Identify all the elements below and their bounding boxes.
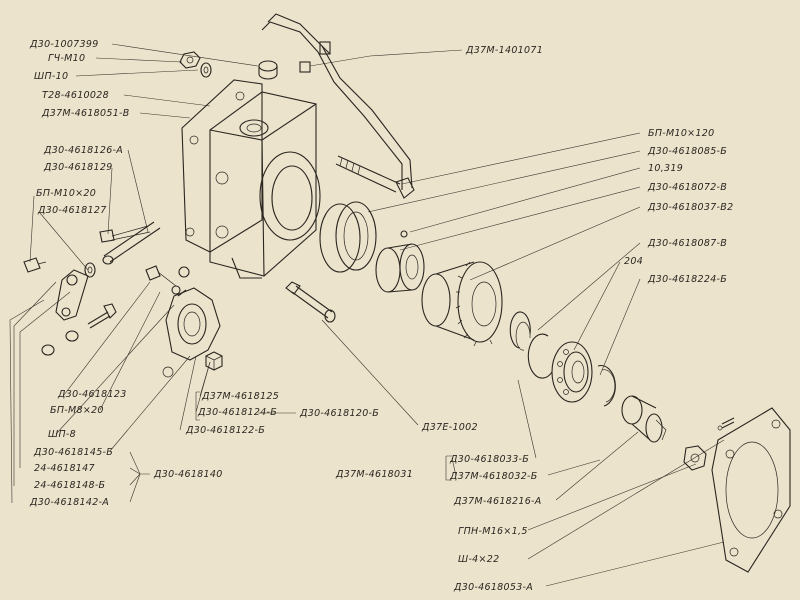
label-l35: Д37М-4618216-А bbox=[453, 496, 542, 507]
label-l21: ШП-8 bbox=[48, 429, 76, 440]
castle-nut bbox=[683, 445, 707, 471]
snap-ring-2 bbox=[527, 333, 553, 379]
label-l24: 24-4618148-Б bbox=[34, 480, 106, 491]
label-l09: Д30-4618127 bbox=[37, 205, 107, 216]
washer-left bbox=[84, 262, 96, 278]
label-l28: Д30-4618124-Б bbox=[197, 407, 277, 418]
label-l38: Д30-4618053-А bbox=[453, 582, 533, 593]
label-l04: Т28-4610028 bbox=[42, 90, 109, 101]
label-l05: Д37М-4618051-В bbox=[41, 108, 130, 119]
bushing-part bbox=[258, 60, 278, 80]
lever-arm bbox=[55, 269, 89, 321]
bracket-assembly bbox=[162, 287, 221, 378]
label-l01: Д30-1007399 bbox=[29, 39, 99, 50]
gear-shaft bbox=[421, 261, 503, 347]
label-l32: Д37М-4618031 bbox=[335, 469, 413, 480]
washers-stack bbox=[41, 303, 117, 356]
label-l36: ГПН-М16×1,5 bbox=[458, 526, 528, 537]
group-bracket bbox=[445, 455, 452, 481]
cube-block bbox=[205, 351, 223, 371]
label-l12: Д30-4618085-Б bbox=[647, 146, 727, 157]
pump-housing bbox=[209, 91, 321, 279]
ball-bearing bbox=[551, 341, 593, 403]
label-l20: БП-М8×20 bbox=[50, 405, 104, 416]
snap-ring-1 bbox=[509, 311, 531, 351]
label-l25: Д30-4618142-А bbox=[29, 497, 109, 508]
label-l07: Д30-4618129 bbox=[43, 162, 113, 173]
drive-shaft-end bbox=[621, 395, 667, 443]
group-bracket-2 bbox=[195, 391, 200, 421]
gasket-plate bbox=[181, 79, 263, 253]
label-l27: Д37М-4618125 bbox=[201, 391, 279, 402]
label-l03: ШП-10 bbox=[34, 71, 68, 82]
label-l08: БП-М10×20 bbox=[36, 188, 96, 199]
seal-ring bbox=[319, 201, 377, 273]
cover-gasket bbox=[711, 407, 791, 573]
label-l18: Д30-4618224-Б bbox=[647, 274, 727, 285]
nut-m10 bbox=[179, 51, 212, 78]
cotter-pin bbox=[717, 417, 735, 431]
label-l19: Д30-4618123 bbox=[57, 389, 127, 400]
label-l13: 10,319 bbox=[648, 163, 683, 174]
label-l23: 24-4618147 bbox=[34, 463, 95, 474]
label-l17: 204 bbox=[624, 256, 643, 267]
pin-part bbox=[102, 221, 161, 265]
label-l30: Д30-4618120-Б bbox=[299, 408, 379, 419]
label-l11: БП-М10×120 bbox=[648, 128, 714, 139]
label-l22: Д30-4618145-Б bbox=[33, 447, 113, 458]
splined-sleeve bbox=[375, 243, 425, 293]
screw-small bbox=[99, 225, 151, 243]
label-l33: Д30-4618033-Б bbox=[449, 454, 529, 465]
label-l37: Ш-4×22 bbox=[458, 554, 499, 565]
long-bolt bbox=[335, 155, 415, 199]
label-l10: Д37М-1401071 bbox=[465, 45, 543, 56]
label-l16: Д30-4618087-В bbox=[647, 238, 727, 249]
ball bbox=[400, 230, 408, 238]
label-l15: Д30-4618037-В2 bbox=[647, 202, 733, 213]
label-l29: Д30-4618122-Б bbox=[185, 425, 265, 436]
snap-ring-3 bbox=[597, 365, 616, 407]
label-l26: Д30-4618140 bbox=[153, 469, 223, 480]
label-l31: Д37Е-1002 bbox=[421, 422, 478, 433]
pipe-part bbox=[261, 13, 413, 190]
slot-bolt bbox=[285, 281, 336, 323]
small-screws bbox=[145, 265, 190, 295]
label-l02: ГЧ-М10 bbox=[48, 53, 85, 64]
leader-lines bbox=[9, 43, 725, 587]
labels: Д30-1007399 ГЧ-М10 ШП-10 Т28-4610028 Д37… bbox=[29, 39, 733, 593]
label-l34: Д37М-4618032-Б bbox=[449, 471, 538, 482]
label-l14: Д30-4618072-В bbox=[647, 182, 727, 193]
bolt-m10x20 bbox=[23, 257, 47, 273]
label-l06: Д30-4618126-А bbox=[43, 145, 123, 156]
